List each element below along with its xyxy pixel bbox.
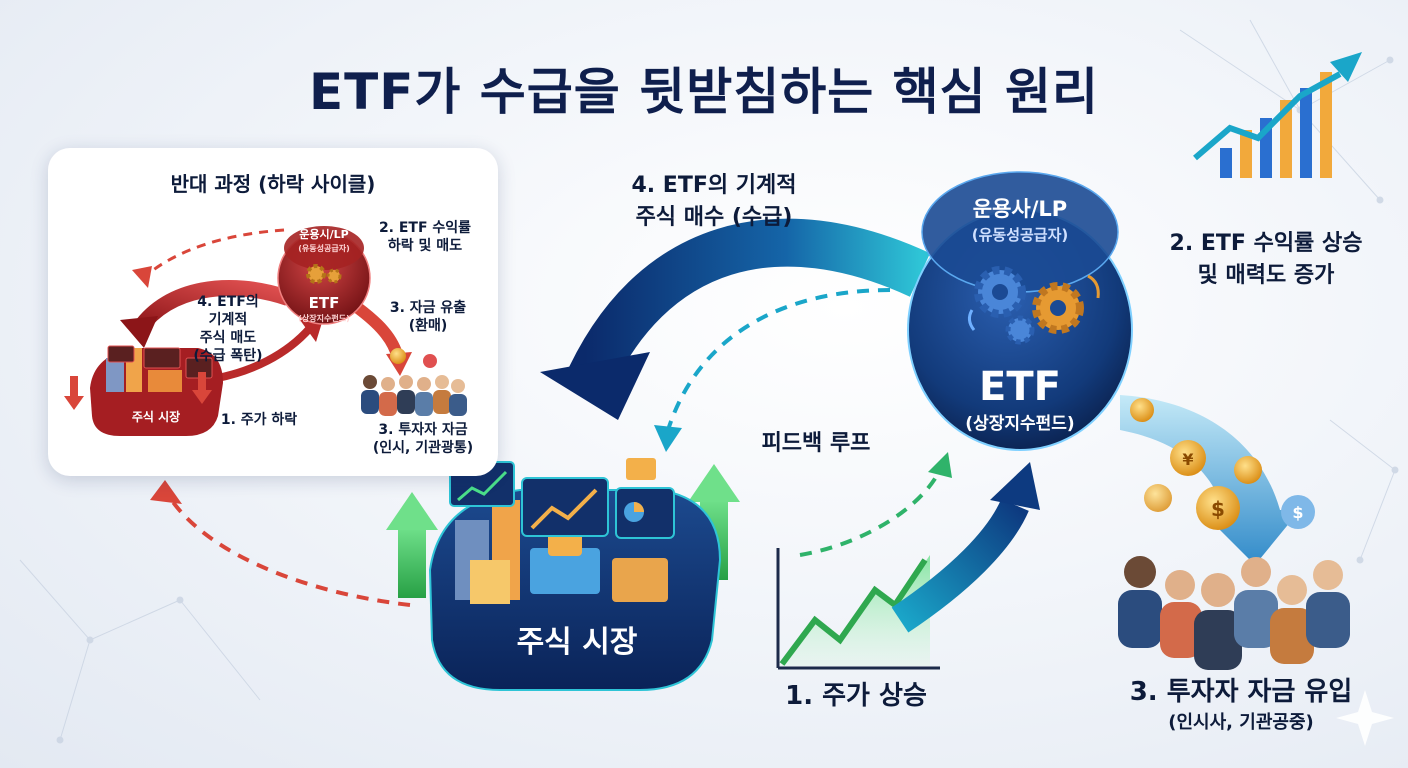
page-title: ETF가 수급을 뒷받침하는 핵심 원리	[308, 63, 1100, 121]
reverse-step1: 1. 주가 하락	[220, 412, 298, 428]
svg-text:¥: ¥	[1182, 450, 1193, 469]
step3-line1: 3. 투자자 자금 유입	[1129, 677, 1353, 707]
reverse-step3b-line1: 3. 투자자 자금	[378, 422, 468, 438]
etf-operator-label: 운용사/LP	[972, 197, 1068, 221]
coins: $ ¥ $	[1130, 398, 1315, 530]
svg-text:$: $	[1292, 503, 1303, 522]
reverse-step2-line2: 하락 및 매도	[387, 238, 463, 254]
growth-chart-icon	[1193, 52, 1362, 178]
step4-line1: 4. ETF의 기계적	[631, 173, 797, 198]
reverse-step3-line2: (환매)	[408, 318, 448, 334]
stock-market-platform	[428, 458, 722, 691]
etf-name-sub-label: (상장지수펀드)	[965, 414, 1075, 434]
reverse-dashed-top-arrow	[142, 228, 285, 280]
rise-to-etf-arrow	[891, 462, 1040, 633]
investors-group	[1118, 556, 1350, 670]
money-funnel	[1120, 395, 1300, 565]
etf-operator-sub-label: (유동성공급자)	[971, 226, 1069, 244]
reverse-dashed-arrow	[166, 493, 411, 607]
step4-line2: 주식 매수 (수급)	[635, 205, 793, 230]
reverse-cycle-title: 반대 과정 (하락 사이클)	[170, 172, 376, 196]
svg-text:$: $	[1211, 497, 1225, 521]
gear-icon	[967, 266, 1100, 345]
buy-arrow	[540, 218, 931, 420]
sparkle-icon	[1336, 690, 1394, 746]
reverse-etf-operator: 운용시/LP	[299, 228, 349, 241]
reverse-cycle-graphics	[64, 226, 467, 436]
reverse-step2-line1: 2. ETF 수익률	[378, 220, 472, 236]
reverse-etf-operator-sub: (유동성공급자)	[298, 244, 350, 253]
reverse-etf-name-sub: (상장지수펀드)	[298, 314, 350, 323]
feedback-dashed-arrow-bottom	[799, 469, 942, 557]
price-rise-chart	[776, 548, 940, 670]
reverse-step4-line2: 기계적	[208, 312, 248, 328]
market-label: 주식 시장	[516, 625, 638, 660]
reverse-step4-line4: (수급 폭탄)	[193, 348, 263, 364]
reverse-step4-line3: 주식 매도	[199, 330, 257, 346]
feedback-dashed-arrow-top	[666, 288, 891, 431]
reverse-step4-line1: 4. ETF의	[197, 294, 259, 310]
etf-name-label: ETF	[979, 364, 1061, 410]
feedback-loop-label: 피드백 루프	[761, 431, 871, 456]
reverse-step3b-line2: (인시, 기관광통)	[372, 440, 474, 456]
step1-label: 1. 주가 상승	[785, 681, 927, 711]
reverse-cycle-card: 반대 과정 (하락 사이클)	[48, 148, 498, 476]
reverse-step3-line1: 3. 자금 유출	[389, 300, 467, 316]
step2-line2: 및 매력도 증가	[1197, 263, 1335, 288]
reverse-market-label: 주식 시장	[131, 410, 181, 424]
step3-line2: (인시사, 기관공중)	[1168, 712, 1314, 733]
reverse-etf-name: ETF	[308, 294, 340, 312]
step2-line1: 2. ETF 수익률 상승	[1169, 231, 1363, 256]
